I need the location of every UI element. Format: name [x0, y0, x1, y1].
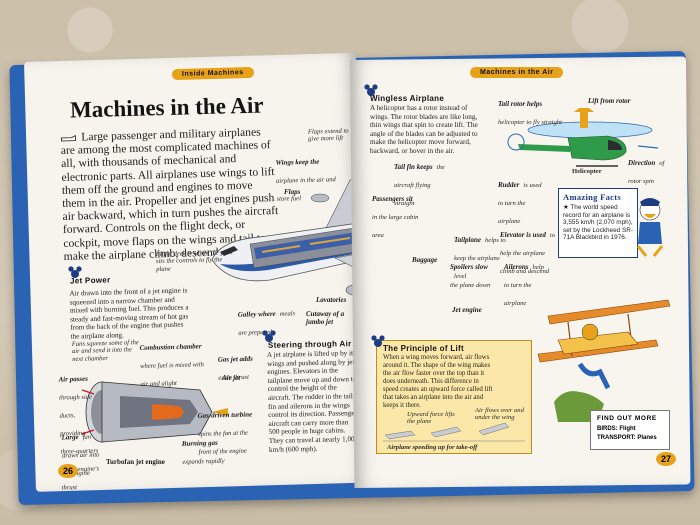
label-jet-engine: Jet engine — [452, 306, 482, 314]
takeoff-sequence-diagram — [383, 422, 525, 442]
mickey-bullet-icon — [262, 330, 276, 342]
amazing-facts-text: ★ The world speed record for an airplane… — [563, 204, 633, 242]
biplane-cartoon — [537, 299, 671, 390]
cabin-floor — [261, 237, 351, 253]
label-rudder: Rudder is used to turn the airplane — [498, 181, 542, 225]
duck-hat — [640, 198, 660, 206]
helicopter-illustration — [507, 108, 659, 167]
label-wings-keep: Wings keep the airplane in the air and s… — [275, 157, 336, 203]
label-turbofan: Turbofan jet engine — [106, 458, 165, 466]
star-icon: ★ — [563, 204, 571, 211]
label-combustion: Combustion chamber where fuel is mixed w… — [139, 342, 205, 388]
duck-feet — [636, 245, 664, 257]
goofy-legs — [577, 362, 611, 390]
label-tailplane: Tailplane helps to keep the airplane lev… — [454, 236, 506, 280]
label-air-jet: Air jet — [222, 374, 241, 382]
jet-power-text: Air drawn into the front of a jet engine… — [69, 286, 189, 341]
mickey-bullet-icon — [364, 84, 378, 96]
amazing-facts-box: Amazing Facts ★ The world speed record f… — [558, 188, 638, 258]
page-title: Machines in the Air — [69, 92, 264, 123]
page-number-left: 26 — [58, 464, 78, 478]
mickey-bullet-icon — [68, 266, 82, 278]
duck-shirt — [638, 222, 662, 244]
label-elevator: Elevator is used to help the airplane cl… — [500, 231, 556, 275]
label-baggage: Baggage — [412, 256, 438, 264]
right-page-tab: Machines in the Air — [470, 67, 564, 78]
label-fans: Fans squeeze some of the air and send it… — [71, 339, 139, 363]
cockpit-window — [220, 246, 238, 256]
lift-arrow — [574, 108, 594, 128]
label-passengers: Passengers sit in the large cabin area — [372, 195, 419, 239]
biplane-fuselage — [557, 331, 639, 355]
principle-of-lift-box: The Principle of Lift When a wing moves … — [371, 335, 532, 454]
steering-text: A jet airplane is lifted up by its wings… — [266, 349, 359, 454]
airflow-arrows — [81, 389, 95, 435]
label-cutaway: Cutaway of a jumbo jet — [306, 310, 345, 326]
principle-text: When a wing moves forward, air flows aro… — [383, 354, 493, 409]
takeoff-plane-2 — [430, 426, 462, 438]
find-out-more-box: Find out more BIRDS: Flight TRANSPORT: P… — [590, 410, 670, 450]
label-direction: Direction of rotor spin — [628, 159, 665, 185]
helicopter-window — [608, 140, 622, 150]
intro-text: Large passenger and military airplanes a… — [60, 125, 280, 263]
left-page-tab: Inside Machines — [171, 66, 254, 81]
principle-heading: The Principle of Lift — [383, 344, 464, 353]
label-tail-rotor: Tail rotor helps helicopter to fly strai… — [498, 100, 562, 126]
label-air-flows: Air flows over and under the wing — [475, 407, 524, 422]
label-lift-from-rotor: Lift from rotor — [588, 97, 631, 105]
find-out-more-transport[interactable]: TRANSPORT: Planes — [597, 435, 657, 441]
combustion-flame — [152, 404, 184, 420]
label-upward-force: Upward force lifts the plane — [407, 411, 455, 426]
label-flight-deck: Flight deck is where the pilot sits the … — [155, 249, 233, 273]
label-ailerons: Ailerons help to turn the airplane — [504, 263, 544, 307]
amazing-facts-heading: Amazing Facts — [563, 192, 621, 202]
find-out-more-heading: Find out more — [597, 415, 657, 422]
jet-power-heading: Jet Power — [69, 275, 111, 286]
pointing-hand-icon — [60, 134, 76, 142]
label-helicopter: Helicopter — [572, 168, 602, 175]
label-spoilers: Spoilers slow the plane down — [450, 263, 491, 289]
label-flaps: Flaps — [284, 188, 301, 196]
goofy-pilot — [581, 323, 599, 341]
turbofan-engine-diagram — [81, 381, 228, 443]
biplane-upper-wing — [547, 299, 671, 325]
wingless-text: A helicopter has a rotor instead of wing… — [370, 104, 478, 155]
exhaust-jet — [212, 408, 228, 416]
find-out-more-birds[interactable]: BIRDS: Flight — [597, 426, 636, 432]
mickey-bullet-icon — [371, 335, 385, 347]
wingless-heading: Wingless Airplane — [370, 94, 445, 103]
tail-rotor — [507, 133, 525, 151]
donald-duck-illustration — [636, 198, 664, 257]
label-tail-fin: Tail fin keeps the aircraft flying strai… — [394, 163, 445, 207]
label-burning-gas: Burning gas expands rapidly — [181, 438, 225, 466]
duck-beak — [644, 214, 656, 218]
label-speeding: Airplane speeding up for take-off — [387, 444, 478, 451]
steering-heading: Steering through Air — [267, 339, 352, 350]
tail-boom — [518, 144, 570, 152]
takeoff-plane-3 — [478, 422, 510, 436]
direction-arrow — [637, 145, 659, 149]
page-number-right: 27 — [656, 452, 676, 466]
label-lavatories: Lavatories — [316, 296, 347, 304]
jet-engine-3 — [310, 193, 330, 203]
takeoff-plane-1 — [384, 430, 416, 440]
